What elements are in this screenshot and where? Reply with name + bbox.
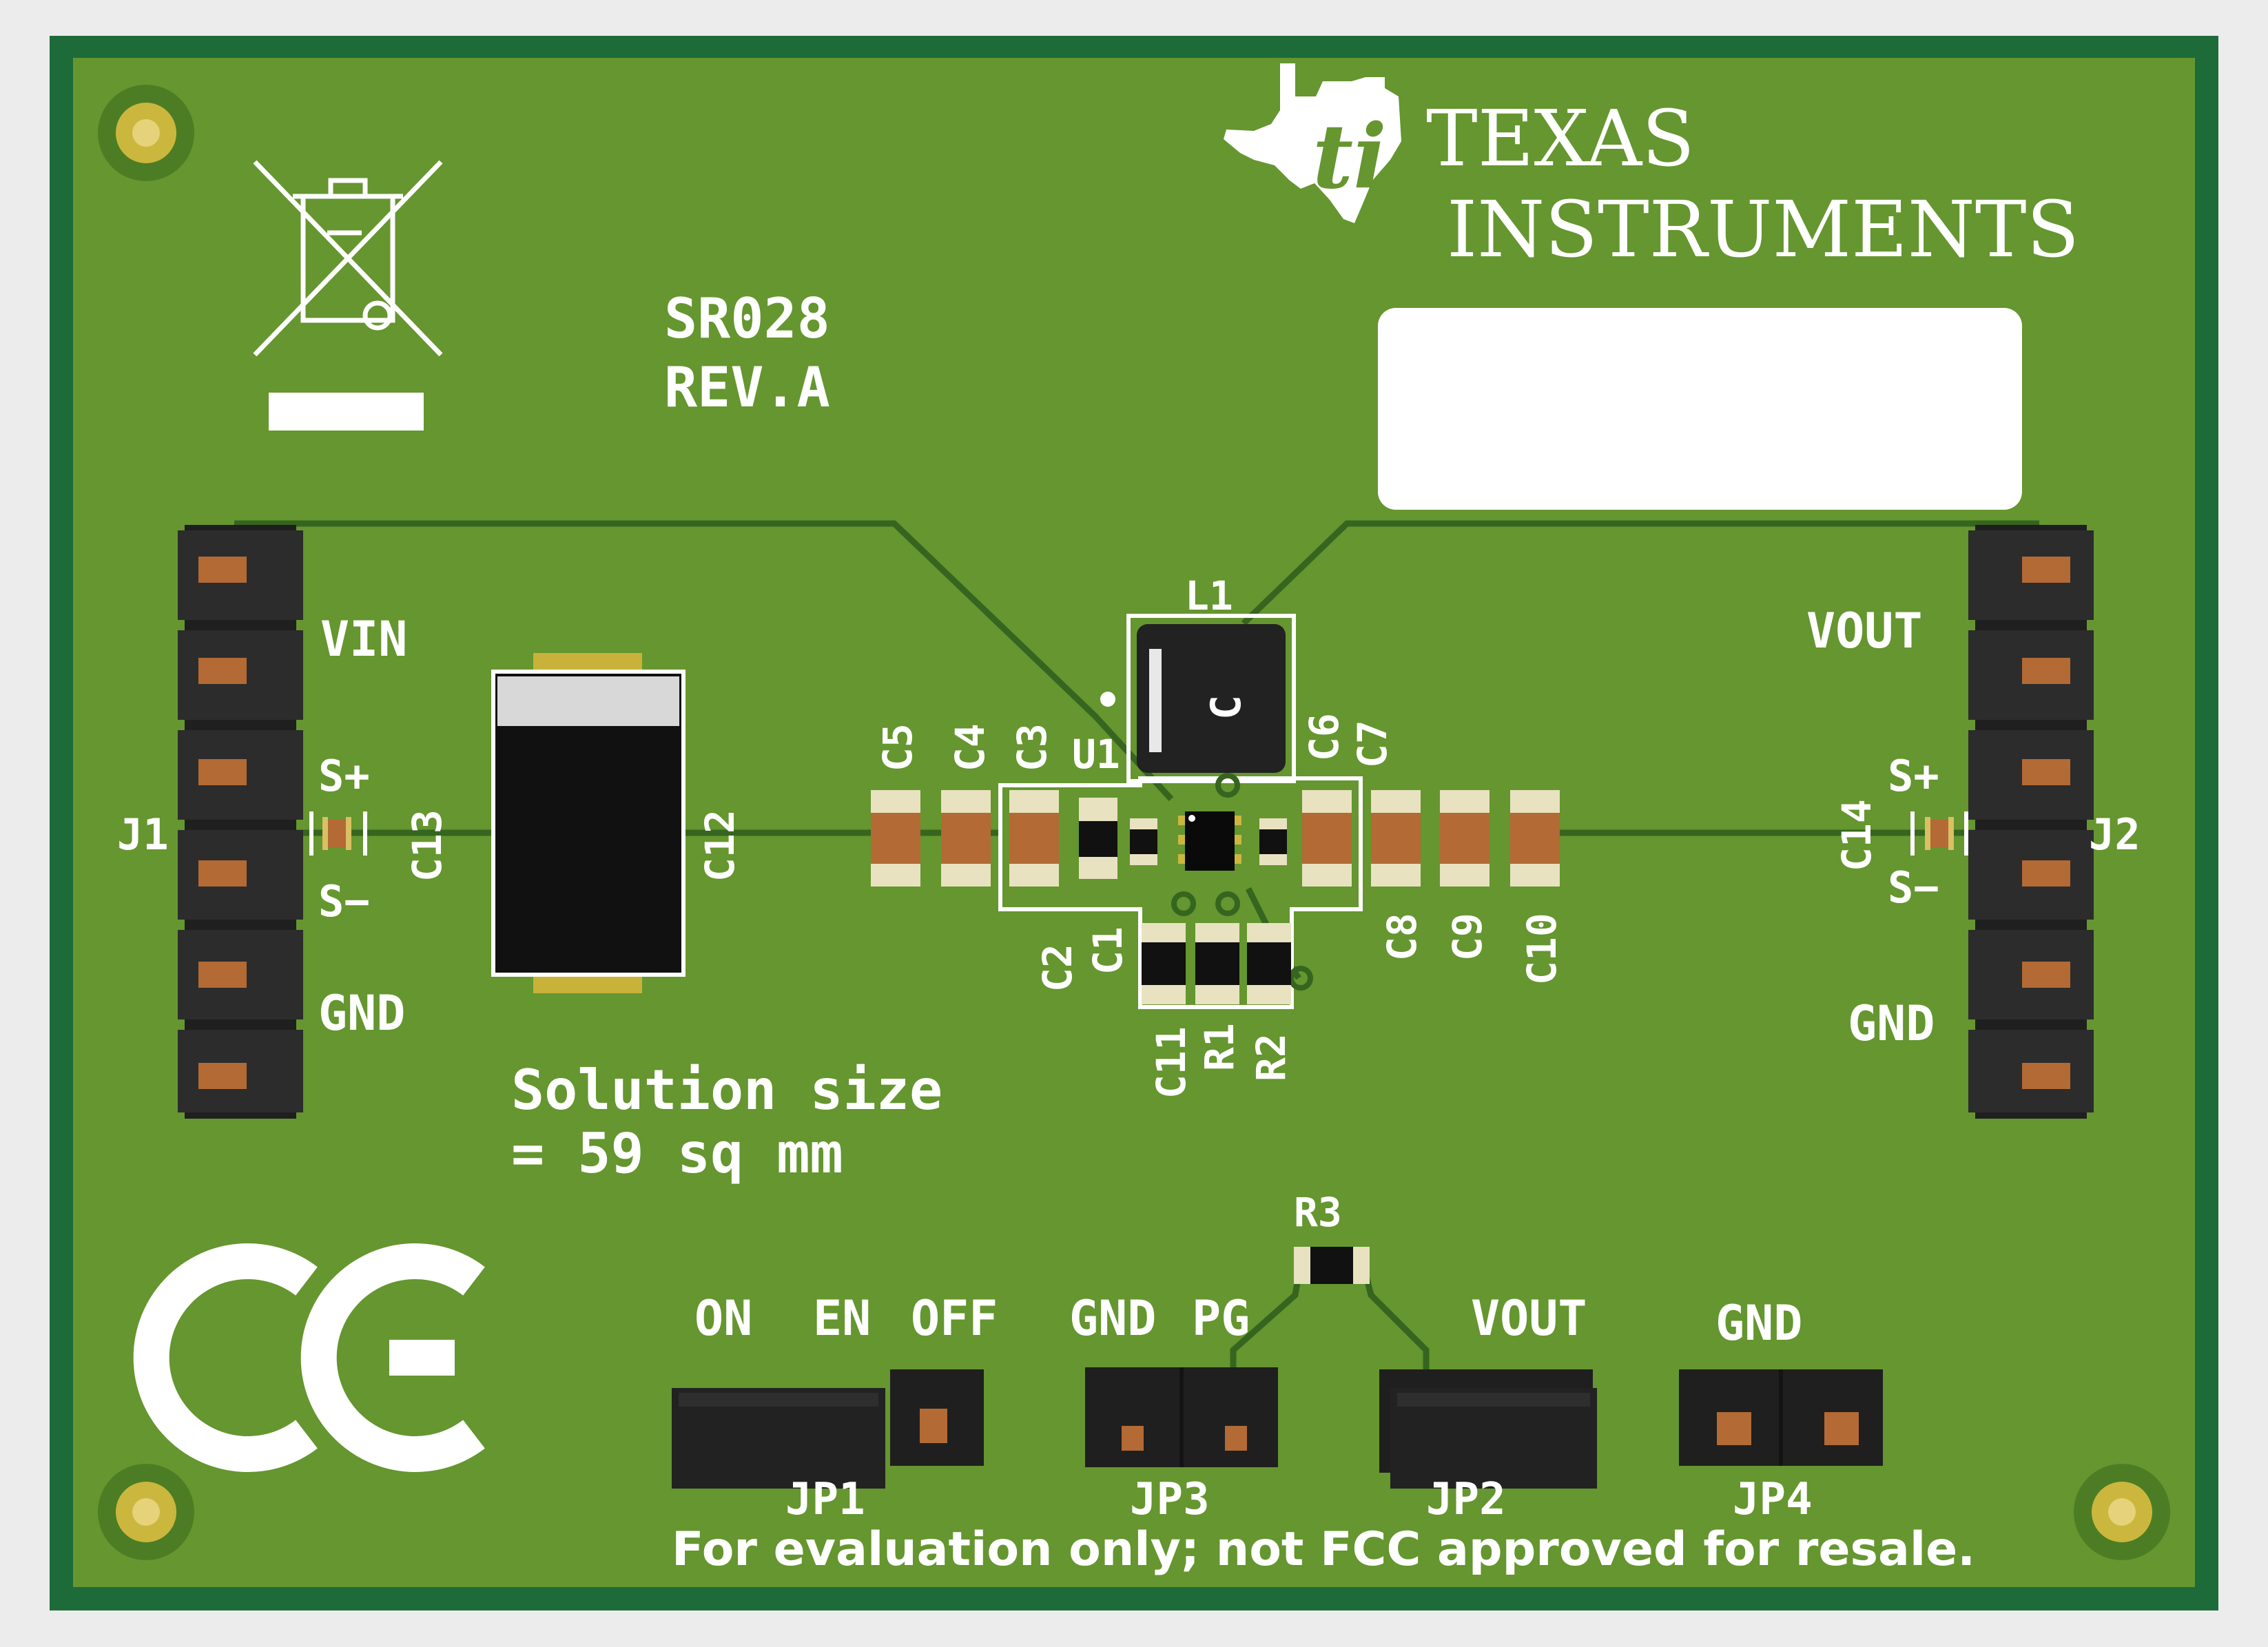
j2-header[interactable]: [1968, 525, 2094, 1119]
c8-capacitor: [1371, 790, 1421, 887]
u1-label: U1: [1072, 731, 1120, 778]
c6-capacitor: [1259, 818, 1287, 865]
texas-instruments-logo: ti TEXAS INSTRUMENTS: [1224, 63, 2079, 275]
c1-label: C1: [1084, 926, 1131, 975]
c9-label: C9: [1444, 913, 1491, 961]
j2-label-sense-plus: S+: [1888, 751, 1939, 801]
c9-capacitor: [1440, 790, 1489, 887]
u1-ic: [1178, 811, 1241, 871]
texas-state-icon: [1224, 63, 1401, 223]
c11-label: C11: [1148, 1026, 1195, 1099]
c8-label: C8: [1379, 913, 1425, 961]
c10-label: C10: [1518, 913, 1565, 985]
solution-size-line1: Solution size: [511, 1058, 942, 1122]
fcc-disclaimer: For evaluation only; not FCC approved fo…: [672, 1522, 1975, 1577]
logo-line1: TEXAS: [1426, 94, 1695, 184]
c12-capacitor: [491, 653, 685, 993]
j1-label-vin: VIN: [320, 611, 407, 667]
mounting-hole-bottom-right: [2074, 1464, 2170, 1560]
c7-label: C7: [1349, 720, 1396, 768]
solution-size-line2: = 59 sq mm: [511, 1121, 843, 1185]
l1-label: L1: [1185, 572, 1233, 619]
c14-label: C14: [1833, 799, 1880, 871]
c4-label: C4: [947, 723, 993, 771]
jp1-label-en: EN: [813, 1290, 871, 1347]
board-id: SR028: [664, 287, 830, 351]
j1-label-sense-minus: S−: [318, 876, 370, 926]
jp4-jumper[interactable]: [1679, 1369, 1883, 1466]
j1-ref: J1: [117, 809, 169, 860]
mounting-hole-top-left: [98, 85, 194, 181]
jp3-label-gnd: GND: [1069, 1290, 1156, 1347]
c3-capacitor: [1009, 790, 1059, 887]
logo-line2: INSTRUMENTS: [1447, 185, 2079, 275]
jp1-ref: JP1: [785, 1474, 865, 1525]
c11-capacitor: [1142, 923, 1186, 1004]
mounting-hole-bottom-left: [98, 1464, 194, 1560]
jp2-ref: JP2: [1426, 1474, 1506, 1525]
c13-capacitor: [309, 811, 367, 856]
c14-capacitor: [1910, 811, 1968, 856]
j1-header[interactable]: [178, 525, 303, 1119]
ce-mark: [133, 1243, 485, 1472]
c2-capacitor: [1079, 798, 1117, 879]
r3-resistor: [1294, 1247, 1370, 1284]
weee-bin-icon: [253, 160, 443, 431]
board-revision: REV.A: [664, 355, 830, 419]
j1-label-sense-plus: S+: [318, 751, 370, 801]
jp3-label-pg: PG: [1192, 1290, 1250, 1347]
c4-capacitor: [941, 790, 991, 887]
jp2-label-vout: VOUT: [1471, 1290, 1587, 1347]
j2-ref: J2: [2089, 809, 2141, 860]
j1-label-gnd: GND: [318, 985, 405, 1042]
j2-label-vout: VOUT: [1806, 603, 1923, 659]
c10-capacitor: [1510, 790, 1560, 887]
c1-capacitor: [1130, 818, 1157, 865]
jp3-jumper[interactable]: [1085, 1367, 1278, 1467]
c2-label: C2: [1034, 944, 1081, 992]
jp4-ref: JP4: [1733, 1474, 1813, 1525]
jp1-label-on: ON: [694, 1290, 752, 1347]
r2-label: R2: [1248, 1033, 1295, 1081]
svg-text:ti: ti: [1312, 105, 1387, 209]
jp1-jumper[interactable]: [672, 1369, 984, 1489]
r3-label: R3: [1294, 1189, 1342, 1236]
c7-capacitor: [1302, 790, 1352, 887]
l1-inductor: C: [1100, 614, 1296, 783]
c13-label: C13: [404, 809, 451, 882]
l1-marking: C: [1202, 695, 1250, 720]
c5-capacitor: [871, 790, 920, 887]
blank-label-area: [1378, 308, 2022, 510]
jp1-label-off: OFF: [911, 1290, 998, 1347]
c6-label: C6: [1301, 713, 1348, 761]
jp2-jumper[interactable]: [1379, 1369, 1597, 1489]
j2-label-gnd: GND: [1848, 995, 1935, 1052]
c12-label: C12: [697, 809, 743, 882]
r2-resistor: [1247, 923, 1291, 1004]
c3-label: C3: [1009, 723, 1055, 771]
jp3-ref: JP3: [1130, 1474, 1210, 1525]
j2-label-sense-minus: S−: [1888, 862, 1939, 913]
r1-label: R1: [1196, 1023, 1243, 1071]
r1-resistor: [1195, 923, 1239, 1004]
c5-label: C5: [874, 723, 921, 771]
jp4-label-gnd: GND: [1715, 1295, 1802, 1351]
